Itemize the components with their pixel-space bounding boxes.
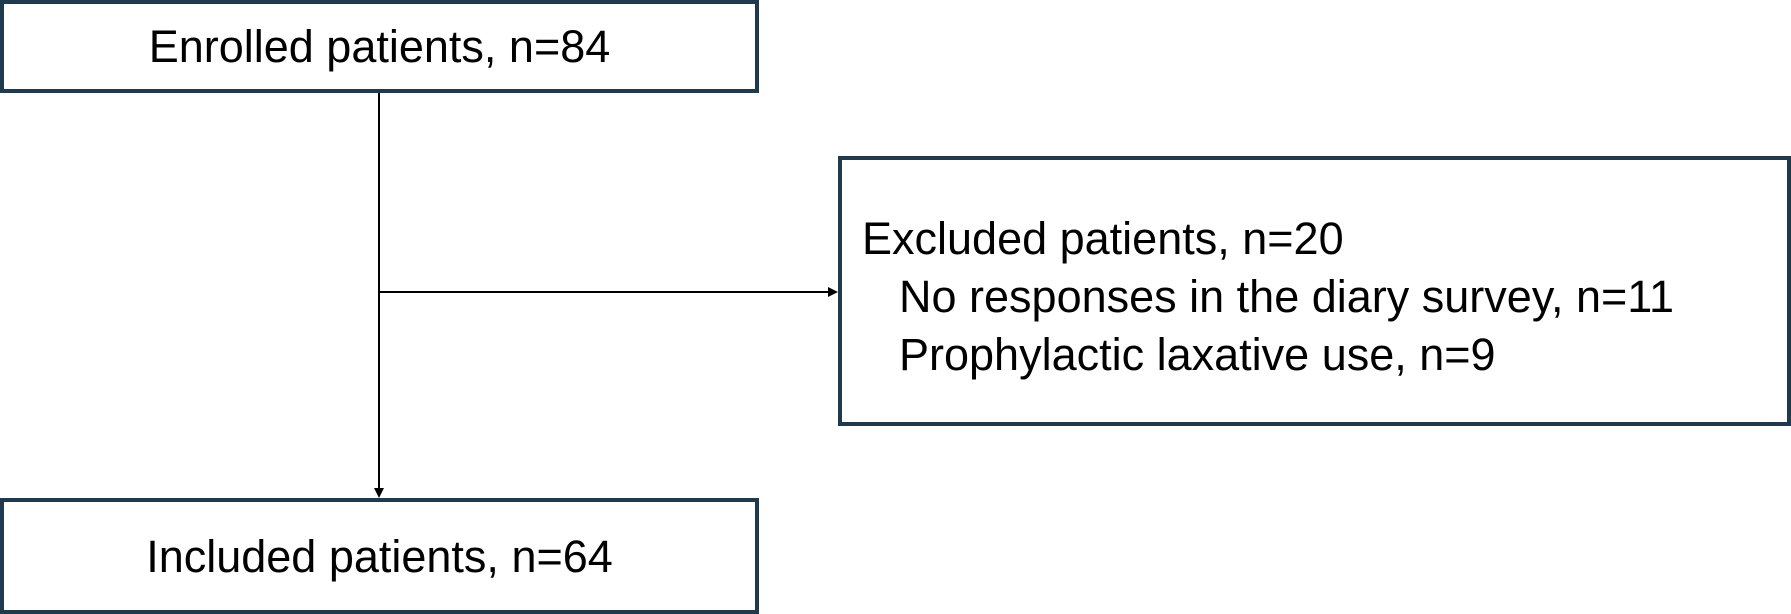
included-patients-label: Included patients, n=64 [146,530,613,582]
exclusion-reason-no-diary-response: No responses in the diary survey, n=11 [899,271,1674,322]
enrolled-patients-label: Enrolled patients, n=84 [148,21,611,72]
excluded-patients-title: Excluded patients, n=20 [862,213,1344,264]
exclusion-reason-prophylactic-laxative: Prophylactic laxative use, n=9 [899,329,1496,380]
excluded-patients-box: Excluded patients, n=20 No responses in … [838,156,1791,426]
included-patients-box: Included patients, n=64 [0,498,759,614]
enrolled-patients-box: Enrolled patients, n=84 [0,0,759,93]
